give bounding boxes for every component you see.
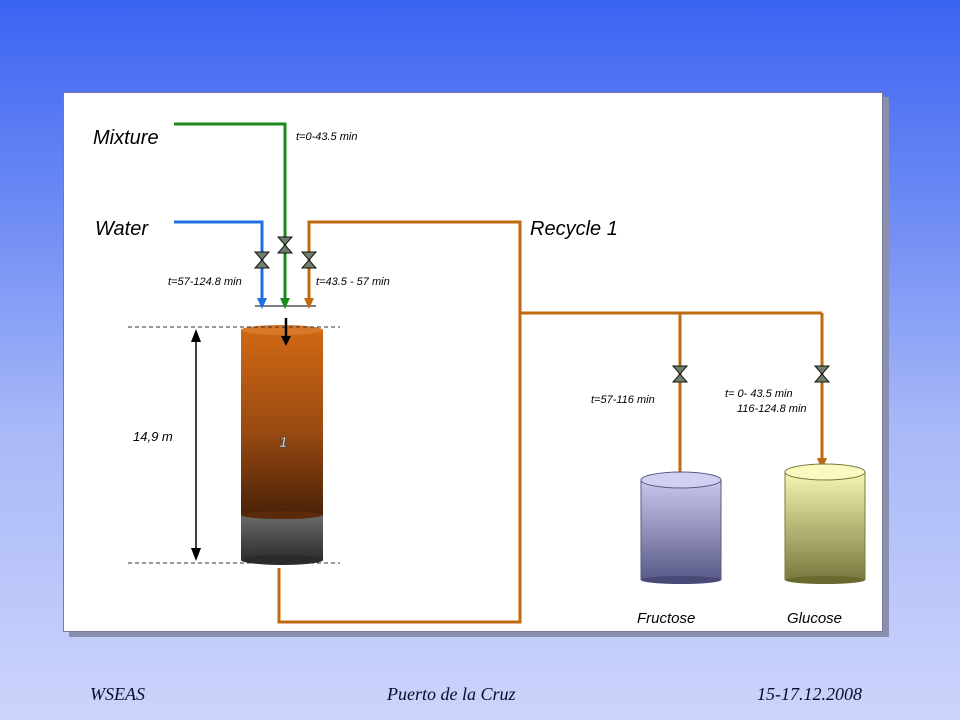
column-number: 1 (279, 434, 287, 451)
valve-glucose[interactable] (813, 365, 831, 383)
fructose-label: Fructose (637, 610, 695, 627)
footer-center: Puerto de la Cruz (387, 684, 516, 704)
fructose-tank (640, 471, 722, 584)
glucose-tank (784, 463, 866, 584)
footer-right: 15-17.12.2008 (757, 684, 862, 704)
water-label: Water (95, 218, 149, 240)
water-arrow (257, 298, 267, 309)
valve-fructose[interactable] (671, 365, 689, 383)
mixture-line (174, 122, 287, 300)
recycle-label: Recycle 1 (530, 218, 618, 240)
recycle-time: t=43.5 - 57 min (316, 276, 390, 288)
column (241, 325, 323, 565)
height-dimension (128, 326, 340, 564)
valve-mixture[interactable] (276, 236, 294, 254)
mixture-label: Mixture (93, 127, 159, 149)
recycle-line (277, 220, 522, 624)
glucose-time-line1: t= 0- 43.5 min (725, 388, 793, 400)
column-inlet-arrow (281, 336, 291, 346)
fructose-time: t=57-116 min (591, 394, 655, 406)
height-label: 14,9 m (133, 429, 173, 444)
glucose-time-line2: 116-124.8 min (737, 403, 807, 415)
footer-left: WSEAS (90, 684, 145, 704)
mixture-time: t=0-43.5 min (296, 131, 357, 143)
glucose-label: Glucose (787, 610, 842, 627)
valve-recycle[interactable] (300, 251, 318, 269)
water-line (174, 220, 264, 300)
valve-water[interactable] (253, 251, 271, 269)
mixture-arrow (280, 298, 290, 309)
water-time: t=57-124.8 min (168, 276, 242, 288)
diagram-panel (63, 92, 883, 632)
recycle-arrow (304, 298, 314, 309)
